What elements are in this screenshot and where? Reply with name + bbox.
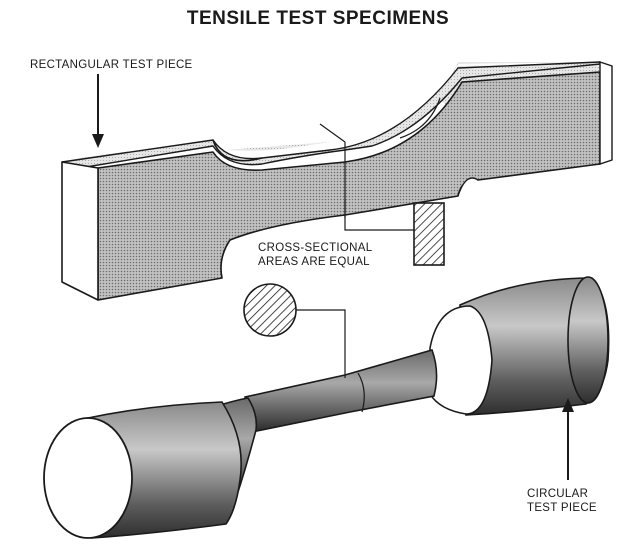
diagram-title: TENSILE TEST SPECIMENS — [186, 8, 450, 29]
cross-section-label-line2: AREAS ARE EQUAL — [258, 256, 370, 268]
circ-right-shoulder — [429, 305, 493, 415]
circ-cross-section — [243, 283, 297, 337]
circ-right-end-face — [567, 276, 609, 404]
circular-label-line2: TEST PIECE — [527, 502, 597, 514]
circular-test-piece-label: CIRCULAR TEST PIECE — [527, 487, 597, 515]
rect-top-surface — [61, 61, 601, 169]
rectangular-label-arrow — [92, 74, 104, 148]
rect-cross-section — [413, 202, 445, 266]
circ-neck — [244, 349, 438, 433]
circ-left-end-face — [43, 417, 133, 539]
rect-end-face — [61, 161, 99, 301]
circular-label-line1: CIRCULAR — [527, 488, 589, 500]
rectangular-test-piece — [61, 61, 613, 301]
cross-section-label: CROSS-SECTIONAL AREAS ARE EQUAL — [258, 241, 372, 269]
rect-right-end — [599, 61, 613, 165]
circular-test-piece — [43, 276, 610, 539]
cross-section-label-line1: CROSS-SECTIONAL — [258, 242, 373, 254]
circular-label-arrow — [562, 398, 574, 480]
rectangular-test-piece-label: RECTANGULAR TEST PIECE — [30, 59, 193, 71]
